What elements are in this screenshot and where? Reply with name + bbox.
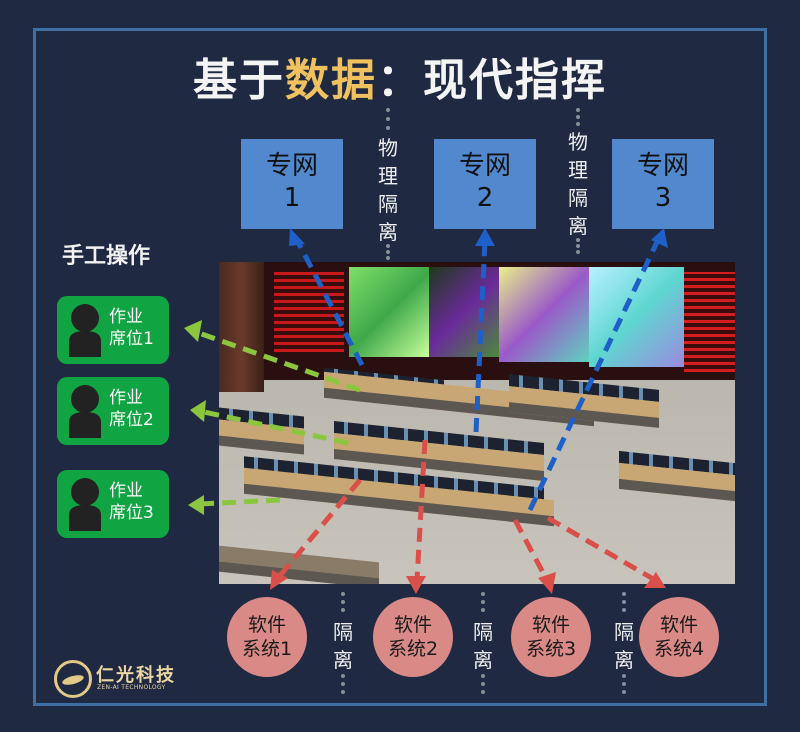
- network-number: 3: [654, 183, 672, 213]
- page-title: 基于数据：现代指挥: [0, 44, 800, 108]
- seat-box-2: 作业席位2: [57, 377, 169, 445]
- person-icon: [69, 478, 101, 531]
- software-system-1: 软件系统1: [227, 597, 307, 677]
- logo-emblem-icon: [54, 660, 92, 698]
- seat-box-1: 作业席位1: [57, 296, 169, 364]
- title-suffix: ：现代指挥: [377, 55, 607, 106]
- separator-dots: [386, 108, 390, 130]
- person-icon: [69, 385, 101, 438]
- network-number: 2: [476, 183, 494, 213]
- separator-dots: [341, 674, 345, 694]
- physical-isolation-label-1: 物理隔离: [378, 136, 398, 244]
- logo-subtitle: ZEN-AI TECHNOLOGY: [97, 684, 166, 691]
- software-system-2: 软件系统2: [373, 597, 453, 677]
- control-room-photo: [219, 262, 735, 584]
- network-box-1: 专网 1: [241, 139, 343, 229]
- physical-isolation-label-2: 物理隔离: [568, 130, 588, 238]
- network-box-2: 专网 2: [434, 139, 536, 229]
- separator-dots: [386, 244, 390, 260]
- software-system-3: 软件系统3: [511, 597, 591, 677]
- software-system-4: 软件系统4: [639, 597, 719, 677]
- network-number: 1: [283, 183, 301, 213]
- separator-dots: [481, 674, 485, 694]
- seat-box-3: 作业席位3: [57, 470, 169, 538]
- separator-dots: [481, 592, 485, 612]
- separator-dots: [341, 592, 345, 612]
- separator-dots: [622, 592, 626, 612]
- isolation-label-1: 隔离: [333, 620, 353, 672]
- network-box-3: 专网 3: [612, 139, 714, 229]
- diagram-frame: [33, 28, 767, 706]
- manual-operation-label: 手工操作: [62, 244, 151, 269]
- logo-name: 仁光科技: [96, 665, 176, 686]
- separator-dots: [576, 108, 580, 126]
- isolation-label-2: 隔离: [473, 620, 493, 672]
- network-label: 专网: [265, 151, 318, 181]
- network-label: 专网: [458, 151, 511, 181]
- isolation-label-3: 隔离: [614, 620, 634, 672]
- network-label: 专网: [636, 151, 689, 181]
- separator-dots: [622, 674, 626, 694]
- person-icon: [69, 304, 101, 357]
- title-prefix: 基于: [193, 55, 285, 106]
- separator-dots: [576, 238, 580, 254]
- title-highlight: 数据: [285, 55, 377, 106]
